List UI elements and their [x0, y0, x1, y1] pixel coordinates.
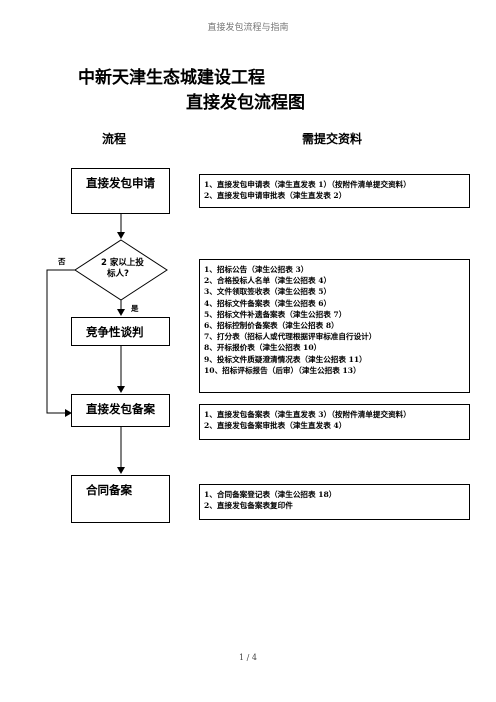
column-header-materials: 需提交资料 [302, 132, 363, 146]
decision-label-line-1: 2 家以上投 [101, 258, 144, 268]
material-item: 5、招标文件补遗备案表（津生公招表 7） [204, 309, 347, 319]
arrow-no-to-step3 [46, 269, 75, 417]
flow-step-label: 合同备案 [86, 483, 132, 497]
material-item: 9、投标文件质疑澄清情况表（津生公招表 11） [204, 354, 367, 364]
materials-box-application: 1、直接发包申请表（津生直发表 1）（按附件清单提交资料） 2、直接发包申请审批… [199, 174, 470, 208]
material-item: 1、直接发包申请表（津生直发表 1）（按附件清单提交资料） [204, 180, 411, 189]
material-item: 7、打分表（招标人或代理根据评审标准自行设计） [204, 332, 377, 342]
material-item: 8、开标报价表（津生公招表 10） [204, 343, 322, 353]
decision-label: 2 家以上投 标人? [101, 258, 144, 280]
column-header-flow: 流程 [102, 132, 127, 146]
materials-box-negotiation: 1、招标公告（津生公招表 3） 2、合格投标人名单（津生公招表 4） 3、文件领… [199, 259, 470, 393]
flow-step-label: 竞争性谈判 [86, 325, 144, 339]
no-branch-label: 否 [58, 257, 66, 266]
material-item: 6、招标控制价备案表（津生公招表 8） [204, 321, 339, 331]
title-line-1: 中新天津生态城建设工程 [78, 68, 265, 88]
materials-box-contract: 1、合同备案登记表（津生公招表 18） 2、直接发包备案表复印件 [199, 484, 470, 520]
flow-step-direct-contract-filing: 直接发包备案 [71, 394, 170, 427]
flow-step-contract-filing: 合同备案 [71, 475, 170, 523]
material-item: 2、合格投标人名单（津生公招表 4） [204, 276, 332, 286]
material-item: 2、直接发包备案表复印件 [204, 501, 293, 511]
decision-label-line-2: 标人? [107, 269, 129, 279]
material-item: 4、招标文件备案表（津生公招表 6） [204, 298, 332, 308]
material-item: 3、文件领取签收表（津生公招表 5） [204, 287, 332, 297]
material-item: 2、直接发包备案审批表（津生直发表 4） [204, 421, 347, 431]
flow-step-direct-contract-application: 直接发包申请 [71, 168, 170, 214]
material-item: 2、直接发包申请审批表（津生直发表 2） [204, 191, 347, 201]
yes-branch-label: 是 [131, 304, 139, 313]
materials-box-filing: 1、直接发包备案表（津生直发表 3）（按附件清单提交资料） 2、直接发包备案审批… [199, 404, 470, 440]
flow-step-competitive-negotiation: 竞争性谈判 [71, 317, 170, 346]
material-item: 1、合同备案登记表（津生公招表 18） [204, 490, 337, 499]
material-item: 1、直接发包备案表（津生直发表 3）（按附件清单提交资料） [204, 410, 411, 419]
title-line-2: 直接发包流程图 [186, 93, 305, 113]
material-item: 1、招标公告（津生公招表 3） [204, 265, 309, 274]
material-item: 10、招标评标报告（后审）（津生公招表 13） [204, 365, 361, 375]
flow-step-label: 直接发包备案 [86, 402, 155, 416]
page-number: 1 / 4 [239, 653, 257, 662]
flow-step-label: 直接发包申请 [86, 176, 155, 190]
page-header: 直接发包流程与指南 [207, 23, 289, 33]
